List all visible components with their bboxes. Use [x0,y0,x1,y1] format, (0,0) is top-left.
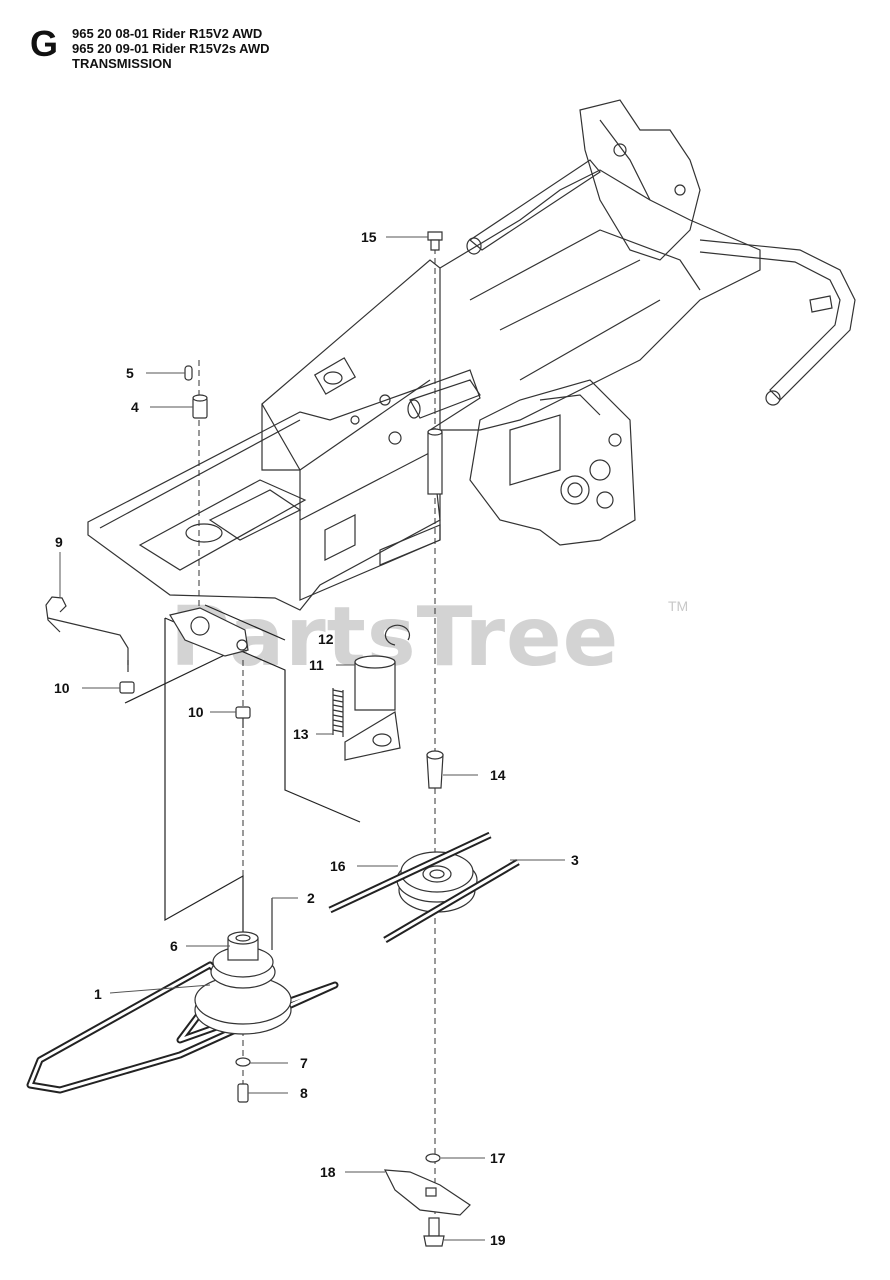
callout-3[interactable]: 3 [571,852,579,868]
section-letter: G [30,23,59,64]
callout-19[interactable]: 19 [490,1232,506,1248]
callout-17[interactable]: 17 [490,1150,506,1166]
part-10-nut-right[interactable] [235,706,251,728]
model-line-1: 965 20 08-01 Rider R15V2 AWD [72,26,263,41]
part-1-belt[interactable] [26,961,339,1094]
part-8-bolt[interactable] [237,1083,249,1103]
callout-12[interactable]: 12 [318,631,334,647]
callout-11[interactable]: 11 [309,657,324,673]
callout-14[interactable]: 14 [490,767,506,783]
part-15-bolt[interactable] [427,231,443,251]
callout-leaders [59,236,565,1241]
part-18-bracket[interactable] [383,1169,471,1216]
callout-10-right[interactable]: 10 [188,704,204,720]
section-title: TRANSMISSION [72,56,172,71]
callout-5[interactable]: 5 [126,365,134,381]
callout-10-left[interactable]: 10 [54,680,70,696]
part-10-nut-left[interactable] [119,681,135,694]
callout-labels: 1 2 3 4 5 6 7 8 9 10 10 11 12 13 14 15 1… [54,229,579,1248]
chassis-frame [87,99,856,611]
part-6-pulley[interactable] [194,931,292,1035]
callout-1[interactable]: 1 [94,986,102,1002]
callout-4[interactable]: 4 [131,399,139,415]
callout-15[interactable]: 15 [361,229,377,245]
axis-spacer [427,428,443,495]
watermark-trademark: TM [668,598,689,614]
part-13-spring[interactable] [332,688,344,737]
part-14-sleeve[interactable] [426,750,444,789]
callout-6[interactable]: 6 [170,938,178,954]
part-17-washer[interactable] [425,1153,441,1163]
callout-18[interactable]: 18 [320,1164,336,1180]
model-line-2: 965 20 09-01 Rider R15V2s AWD [72,41,270,56]
idler-arm-plate [169,607,249,657]
part-3-belt[interactable] [328,831,520,944]
callout-13[interactable]: 13 [293,726,309,742]
part-19-bolt[interactable] [423,1217,445,1247]
callout-8[interactable]: 8 [300,1085,308,1101]
part-11-tensioner-arm[interactable] [344,655,401,761]
callout-2[interactable]: 2 [307,890,315,906]
callout-7[interactable]: 7 [300,1055,308,1071]
part-9-rod[interactable] [45,596,129,672]
part-7-washer[interactable] [235,1057,251,1067]
part-4-bushing[interactable] [192,394,208,419]
callout-16[interactable]: 16 [330,858,346,874]
part-12-e-clip[interactable] [384,624,411,646]
callout-9[interactable]: 9 [55,534,63,550]
part-5-pin[interactable] [184,365,193,381]
